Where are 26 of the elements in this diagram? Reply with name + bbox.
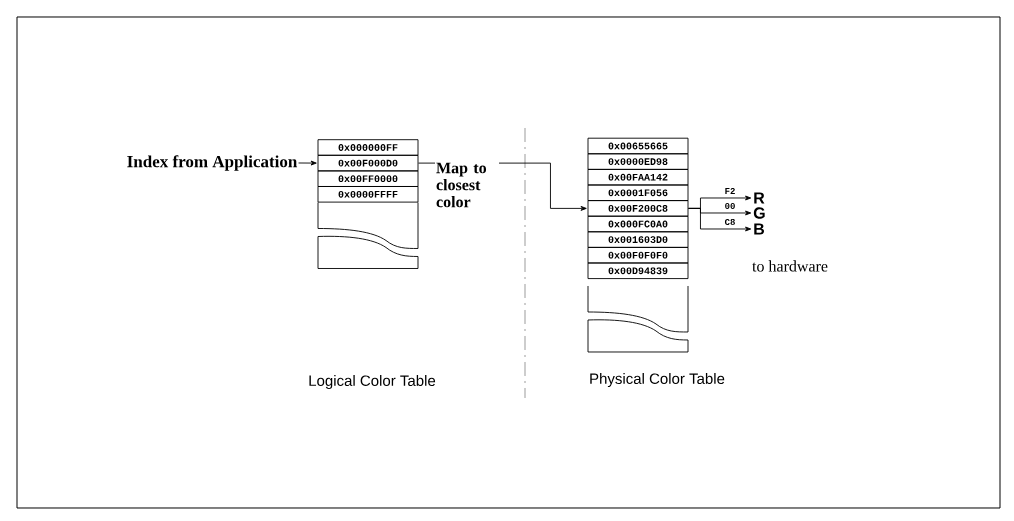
note-text: Map to closest color <box>436 162 487 208</box>
table-row: 0x00FF0000 <box>317 170 419 187</box>
channel-label: B <box>754 223 765 235</box>
table-row: 0x00FAA142 <box>587 168 689 186</box>
table-row: 0x0001F056 <box>587 184 689 202</box>
table-row: 0x00F000D0 <box>317 154 419 172</box>
table-title: Logical Color Table <box>309 375 436 389</box>
arrow <box>688 207 752 232</box>
table-row: 0x0000ED98 <box>587 153 689 170</box>
edge-label: C8 <box>724 218 735 226</box>
channel-label: G <box>753 207 765 219</box>
channel-label: R <box>754 192 765 204</box>
edge-label: 00 <box>725 202 735 210</box>
table-row: 0x00F0F0F0 <box>587 246 689 264</box>
table-title: Physical Color Table <box>590 373 725 387</box>
table-row: 0x0000FFFF <box>317 186 419 203</box>
arrow <box>298 160 317 166</box>
table-row: 0x00D94839 <box>587 262 689 280</box>
table-row: 0x00F200C8 <box>587 200 689 217</box>
table-row: 0x00655665 <box>587 137 689 155</box>
table-row: 0x000FC0A0 <box>587 215 689 233</box>
edge-label: F2 <box>725 188 735 194</box>
table-row: 0x000000FF <box>317 139 419 156</box>
table-row: 0x001603D0 <box>587 231 689 248</box>
index-label: Index from Application <box>127 155 298 171</box>
note-text: to hardware <box>752 260 828 272</box>
